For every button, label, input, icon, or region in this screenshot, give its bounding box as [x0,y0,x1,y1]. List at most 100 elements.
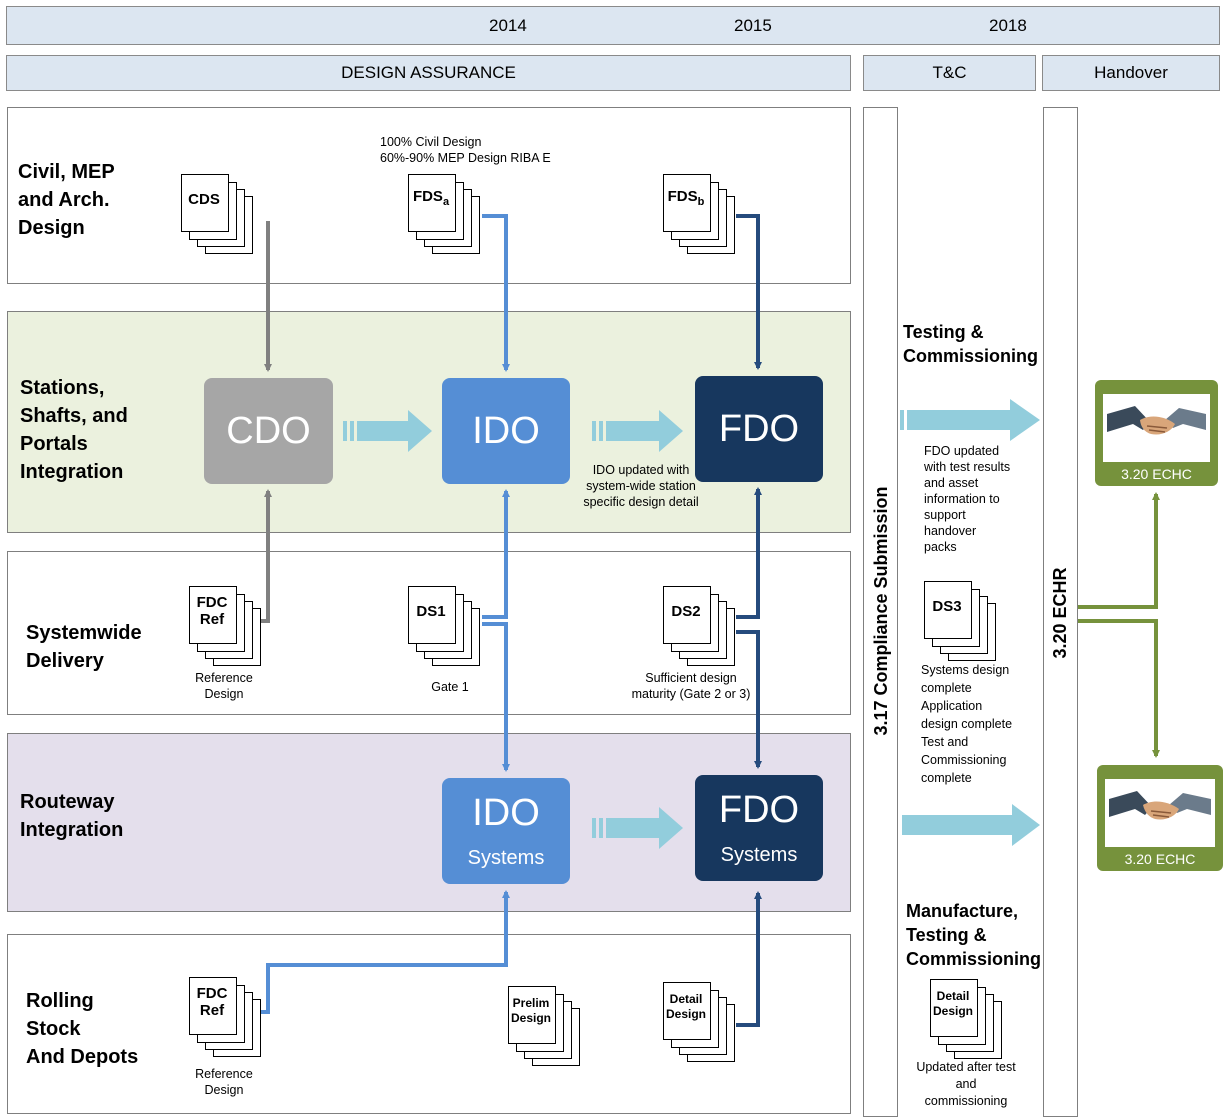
handshake-icon [1105,779,1215,847]
label-testing-1: Testing & [903,322,984,342]
connector-ds1-idosys [482,622,510,772]
note-fdo-updated-6: handover [924,524,977,538]
lane-label-systemwide-1: Systemwide [26,622,142,644]
timeline-bar: 2014 2015 2018 [6,6,1220,45]
phase-design-assurance-label: DESIGN ASSURANCE [341,63,516,82]
label-manufacture-2: Testing & [906,925,987,945]
note-reference-2-line1: Reference [195,1067,253,1081]
ido-systems-main: IDO [472,791,540,834]
fdo-systems-sub: Systems [720,843,798,866]
note-systems-design-4: design complete [921,717,1013,731]
connector-fdcref2-idosys [256,890,510,1014]
doc-fdc-ref-1-line2: Ref [199,611,225,628]
note-fdo-updated-4: information to [924,492,1000,506]
note-updated-after-3: commissioning [924,1094,1008,1108]
note-ido-updated-2: system-wide station [586,479,696,493]
note-ido-updated: IDO updated with system-wide station spe… [566,462,716,510]
flow-arrow-cdo-ido [343,410,432,452]
note-reference-2: Reference Design [174,1066,274,1098]
echc-box-top: 3.20 ECHC [1095,380,1218,486]
lane-label-stations: Stations, Shafts, and Portals Integratio… [20,374,128,486]
phase-tc: T&C [863,55,1036,91]
phase-handover-label: Handover [1094,63,1168,82]
doc-fds-a-sub: a [442,195,450,208]
year-2018: 2018 [989,15,1027,35]
note-systems-design-6: Commissioning [921,753,1007,767]
doc-ds2: DS2 [663,586,739,666]
doc-ds1: DS1 [408,586,484,666]
note-fdo-updated-5: support [924,508,966,522]
flow-arrow-ido-sys-fdo-sys [592,807,683,849]
lane-label-civil: Civil, MEP and Arch. Design [18,158,115,242]
compliance-submission-label: 3.17 Compliance Submission [871,486,891,736]
connector-fdsa-ido [482,214,510,372]
connector-detail-fdosys [736,891,762,1027]
note-gate1-text: Gate 1 [431,680,469,694]
echr-label: 3.20 ECHR [1050,567,1070,659]
connector-echr-echc-top [1078,492,1160,609]
note-reference-2-line2: Design [204,1083,244,1097]
note-updated-after-1: Updated after test [916,1060,1016,1074]
doc-ds3-label: DS3 [932,597,962,615]
lane-label-stations-4: Integration [20,461,124,483]
connector-ds1-ido [482,489,510,619]
label-manufacture-1: Manufacture, [906,901,1019,921]
fdo-systems-box: FDO Systems [695,775,823,881]
note-updated-after-2: and [955,1077,977,1091]
year-2014: 2014 [489,15,527,35]
note-systems-design-3: Application [921,699,983,713]
doc-fdc-ref-2-line2: Ref [199,1002,225,1019]
fdo-box: FDO [695,376,823,482]
note-sufficient-1: Sufficient design [645,671,737,685]
doc-detail-1-line2: Design [665,1007,706,1021]
ido-box: IDO [442,378,570,484]
doc-fds-a: FDSa [408,174,484,254]
connector-ds2-fdosys [736,630,762,769]
connector-ds2-fdo [736,487,762,619]
phase-handover: Handover [1042,55,1220,91]
note-reference-1-line1: Reference [195,671,253,685]
label-manufacture: Manufacture, Testing & Commissioning [906,899,1041,971]
doc-fdc-ref-2-line1: FDC [196,985,228,1002]
phase-tc-label: T&C [932,63,967,82]
doc-ds3: DS3 [924,581,1000,661]
note-updated-after: Updated after test and commissioning [906,1059,1026,1110]
lane-label-civil-3: Design [18,217,85,239]
note-civil-design-1: 100% Civil Design [380,135,482,149]
doc-fds-a-main: FDS [412,187,443,205]
note-fdo-updated-1: FDO updated [924,444,1000,458]
connector-fdsb-fdo [736,214,762,370]
lane-label-rolling-2: Stock [26,1018,81,1040]
cdo-label: CDO [226,410,311,452]
note-systems-design-7: complete [921,771,972,785]
note-sufficient: Sufficient design maturity (Gate 2 or 3) [616,670,766,702]
handshake-icon [1103,394,1210,462]
echc-top-label: 3.20 ECHC [1121,466,1192,482]
ido-label: IDO [472,410,540,452]
lane-label-stations-1: Stations, [20,377,105,399]
doc-cds-label: CDS [188,190,220,208]
lane-label-civil-1: Civil, MEP [18,161,115,183]
lane-label-routeway-2: Integration [20,819,124,841]
flow-arrow-testing [900,399,1040,441]
label-manufacture-3: Commissioning [906,949,1042,969]
lane-label-rolling-3: And Depots [26,1046,139,1068]
lane-label-civil-2: and Arch. [18,189,110,211]
fdo-systems-main: FDO [718,788,800,831]
doc-ds1-label: DS1 [416,602,446,620]
note-gate1: Gate 1 [420,679,480,695]
note-fdo-updated-7: packs [924,540,957,554]
phase-design-assurance: DESIGN ASSURANCE [6,55,851,91]
connector-echr-echc-bottom [1078,619,1160,758]
note-ido-updated-3: specific design detail [583,495,699,509]
note-systems-design-1: Systems design [921,663,1010,677]
cdo-box: CDO [204,378,333,484]
lane-label-rolling-1: Rolling [26,990,94,1012]
lane-label-systemwide: Systemwide Delivery [26,619,142,675]
note-reference-1: Reference Design [174,670,274,702]
flow-arrow-ido-fdo [592,410,683,452]
